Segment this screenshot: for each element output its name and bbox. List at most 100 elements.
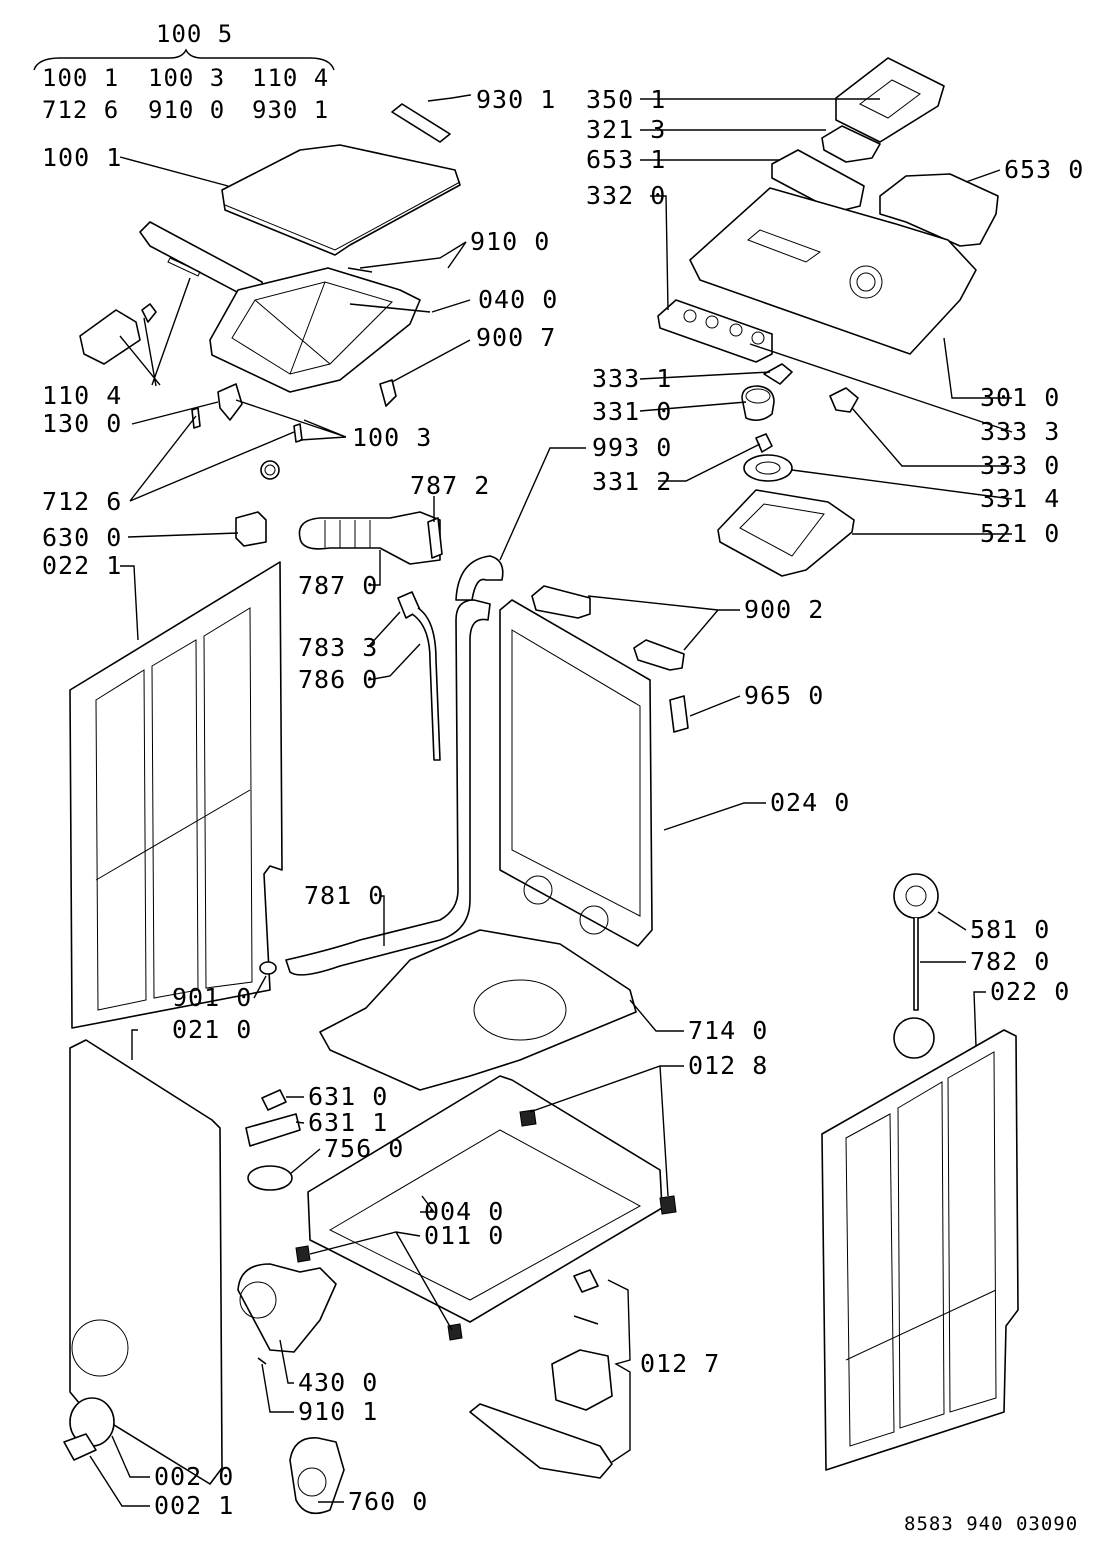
callout-930-1: 930 1 xyxy=(476,85,556,114)
leader-line xyxy=(639,401,747,412)
callout-333-1: 333 1 xyxy=(592,364,672,393)
header-item: 100 3 xyxy=(148,64,225,92)
callout-321-3: 321 3 xyxy=(586,115,666,144)
callout-332-0: 332 0 xyxy=(586,181,666,210)
leader-line xyxy=(380,895,385,946)
part-130-0 xyxy=(217,383,243,421)
callout-004-0: 004 0 xyxy=(424,1197,504,1226)
part-781-0-drain-hose xyxy=(285,599,491,976)
leader-line xyxy=(587,595,740,651)
callout-430-0: 430 0 xyxy=(298,1368,378,1397)
header-item: 100 1 xyxy=(42,64,119,92)
part-900-7 xyxy=(379,379,397,407)
callout-787-2: 787 2 xyxy=(410,471,490,500)
callout-301-0: 301 0 xyxy=(980,383,1060,412)
part-handle xyxy=(79,309,141,365)
callout-900-7: 900 7 xyxy=(476,323,556,352)
leader-line xyxy=(658,443,761,482)
part-993-0-elbow xyxy=(455,555,504,601)
leader-line xyxy=(359,241,467,269)
callout-002-1: 002 1 xyxy=(154,1491,234,1520)
callout-631-1: 631 1 xyxy=(308,1108,388,1137)
leader-line xyxy=(295,1121,305,1124)
leader-line xyxy=(607,1279,631,1463)
callout-787-0: 787 0 xyxy=(298,571,378,600)
leader-line xyxy=(663,802,766,831)
header-item: 910 0 xyxy=(148,96,225,124)
leader-line xyxy=(943,337,1012,399)
leader-line xyxy=(367,643,421,681)
part-631-1 xyxy=(245,1113,301,1147)
callout-782-0: 782 0 xyxy=(970,947,1050,976)
callout-993-0: 993 0 xyxy=(592,433,672,462)
callout-910-0: 910 0 xyxy=(470,227,550,256)
callout-100-1: 100 1 xyxy=(42,143,122,172)
leader-lines xyxy=(89,94,1013,1507)
part-331-2 xyxy=(755,433,773,453)
part-782-0-rod xyxy=(913,918,919,1011)
leader-line xyxy=(689,695,741,717)
part-spring xyxy=(260,460,280,480)
callout-653-1: 653 1 xyxy=(586,145,666,174)
callout-331-2: 331 2 xyxy=(592,467,672,496)
part-631-0 xyxy=(261,1089,287,1111)
part-022-0-side-panel xyxy=(821,1029,1019,1471)
part-012-7-clip xyxy=(573,1269,599,1293)
part-653-1 xyxy=(771,149,865,213)
leader-line xyxy=(119,277,191,387)
callout-630-0: 630 0 xyxy=(42,523,122,552)
leader-line xyxy=(131,401,219,425)
leader-line xyxy=(431,299,471,313)
part-002-1 xyxy=(63,1433,97,1461)
part-012-8-foot xyxy=(519,1109,537,1127)
callout-labels: 930 1 100 1 910 0 040 0 900 7 110 4 130 … xyxy=(42,85,1083,1520)
part-332-0-buttons xyxy=(657,299,773,363)
leader-line xyxy=(289,1148,321,1175)
callout-714-0: 714 0 xyxy=(688,1016,768,1045)
callout-100-3: 100 3 xyxy=(352,423,432,452)
leader-line xyxy=(639,371,771,380)
callout-022-0: 022 0 xyxy=(990,977,1070,1006)
part-430-0-pump xyxy=(237,1263,337,1353)
leader-line xyxy=(129,415,295,502)
part-012-8-foot xyxy=(295,1245,311,1263)
callout-581-0: 581 0 xyxy=(970,915,1050,944)
part-901-0 xyxy=(259,961,277,975)
callout-781-0: 781 0 xyxy=(304,881,384,910)
header-group-label: 100 5 xyxy=(156,20,233,48)
part-024-0-rear-panel xyxy=(499,599,653,947)
part-333-1 xyxy=(763,363,793,385)
callout-012-8: 012 8 xyxy=(688,1051,768,1080)
leader-line xyxy=(851,407,1012,467)
header-item: 712 6 xyxy=(42,96,119,124)
leader-line xyxy=(791,469,1013,500)
part-350-1-board xyxy=(835,57,945,143)
callout-002-0: 002 0 xyxy=(154,1462,234,1491)
part-012-7-cup xyxy=(551,1349,613,1411)
leader-line xyxy=(127,532,239,538)
callout-712-6: 712 6 xyxy=(42,487,122,516)
part-012-7-pin xyxy=(573,1315,599,1325)
part-630-0 xyxy=(235,511,267,547)
leader-line xyxy=(367,611,401,648)
leader-line xyxy=(131,1029,138,1060)
callout-331-0: 331 0 xyxy=(592,397,672,426)
callout-040-0: 040 0 xyxy=(478,285,558,314)
header-group: 100 5 100 1 100 3 110 4 712 6 910 0 930 … xyxy=(33,20,335,124)
callout-910-1: 910 1 xyxy=(298,1397,378,1426)
callout-901-0: 901 0 xyxy=(172,983,252,1012)
part-040-0-rod xyxy=(349,303,431,313)
leader-line xyxy=(279,1339,294,1384)
callout-331-4: 331 4 xyxy=(980,484,1060,513)
callout-786-0: 786 0 xyxy=(298,665,378,694)
part-100-3-frame xyxy=(209,267,421,393)
leader-line xyxy=(120,565,139,641)
part-760-0-filter xyxy=(289,1437,345,1515)
header-item: 930 1 xyxy=(252,96,329,124)
leader-line xyxy=(499,447,586,561)
part-hinge xyxy=(141,303,157,323)
part-301-0-control-panel xyxy=(689,187,977,355)
callout-760-0: 760 0 xyxy=(348,1487,428,1516)
part-756-0 xyxy=(247,1165,293,1191)
part-drawings xyxy=(63,57,1019,1515)
